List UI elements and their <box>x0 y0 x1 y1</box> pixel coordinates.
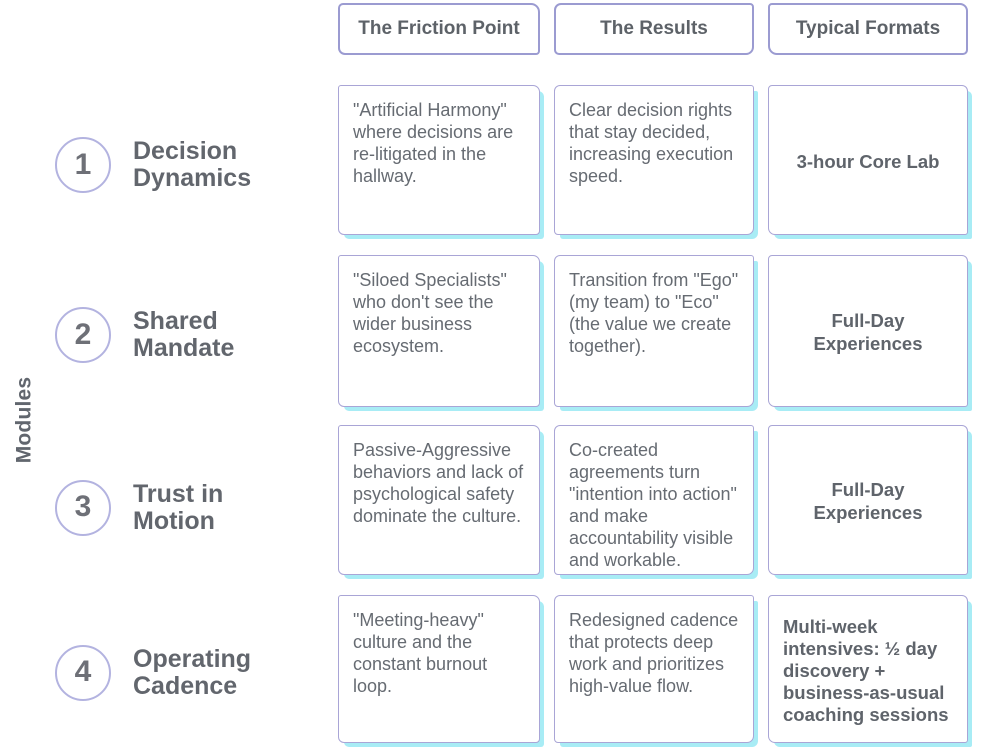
module-number-badge: 3 <box>55 479 111 536</box>
cell-text: "Artificial Harmony" where decisions are… <box>353 100 514 186</box>
module-number: 3 <box>74 490 92 523</box>
cell-results: Transition from "Ego" (my team) to "Eco"… <box>554 255 754 407</box>
module-header: 1 Decision Dynamics <box>55 85 330 245</box>
module-header: 3 Trust in Motion <box>55 425 330 590</box>
cell-friction-point: "Meeting-heavy" culture and the constant… <box>338 595 540 743</box>
module-title: Operating Cadence <box>133 644 252 700</box>
cell-text: Full-Day Experiences <box>813 310 923 354</box>
cell-text: Passive-Aggressive behaviors and lack of… <box>353 440 524 526</box>
table-row: 4 Operating Cadence "Meeting-heavy" cult… <box>0 595 984 750</box>
module-header: 4 Operating Cadence <box>55 595 330 750</box>
cell-results: Redesigned cadence that protects deep wo… <box>554 595 754 743</box>
table-row: 3 Trust in Motion Passive-Aggressive beh… <box>0 425 984 590</box>
cell-text: "Siloed Specialists" who don't see the w… <box>353 270 507 356</box>
cell-typical-format: Full-Day Experiences <box>768 425 968 575</box>
module-title: Shared Mandate <box>133 307 235 362</box>
cell-text: Clear decision rights that stay decided,… <box>569 100 734 186</box>
cell-text: Co-created agreements turn "intention in… <box>569 440 737 570</box>
column-header-label: The Results <box>600 18 708 39</box>
module-header: 2 Shared Mandate <box>55 255 330 415</box>
module-title: Decision Dynamics <box>133 137 252 192</box>
column-header-row: The Friction Point The Results Typical F… <box>0 0 984 60</box>
cell-typical-format: 3-hour Core Lab <box>768 85 968 235</box>
cell-text: Full-Day Experiences <box>813 479 923 523</box>
module-title: Trust in Motion <box>133 479 224 535</box>
module-number: 4 <box>74 655 92 688</box>
cell-results: Co-created agreements turn "intention in… <box>554 425 754 575</box>
cell-friction-point: "Siloed Specialists" who don't see the w… <box>338 255 540 407</box>
cell-text: Multi-week intensives: ½ day discovery +… <box>783 615 949 726</box>
column-header-label: The Friction Point <box>358 18 520 39</box>
module-number: 2 <box>74 317 92 351</box>
column-header-results: The Results <box>554 3 754 55</box>
table-row: 1 Decision Dynamics "Artificial Harmony"… <box>0 85 984 245</box>
module-number-badge: 4 <box>55 644 111 701</box>
cell-text: 3-hour Core Lab <box>796 150 940 172</box>
cell-text: Transition from "Ego" (my team) to "Eco"… <box>569 270 739 356</box>
module-number-badge: 1 <box>55 137 111 193</box>
cell-results: Clear decision rights that stay decided,… <box>554 85 754 235</box>
cell-typical-format: Full-Day Experiences <box>768 255 968 407</box>
column-header-friction-point: The Friction Point <box>338 3 540 55</box>
table-row: 2 Shared Mandate "Siloed Specialists" wh… <box>0 255 984 415</box>
column-header-typical-formats: Typical Formats <box>768 3 968 55</box>
cell-friction-point: Passive-Aggressive behaviors and lack of… <box>338 425 540 575</box>
cell-typical-format: Multi-week intensives: ½ day discovery +… <box>768 595 968 743</box>
cell-text: "Meeting-heavy" culture and the constant… <box>353 610 488 696</box>
module-number-badge: 2 <box>55 307 111 363</box>
column-header-label: Typical Formats <box>795 18 941 39</box>
cell-text: Redesigned cadence that protects deep wo… <box>569 610 739 696</box>
module-number: 1 <box>74 147 92 181</box>
cell-friction-point: "Artificial Harmony" where decisions are… <box>338 85 540 235</box>
